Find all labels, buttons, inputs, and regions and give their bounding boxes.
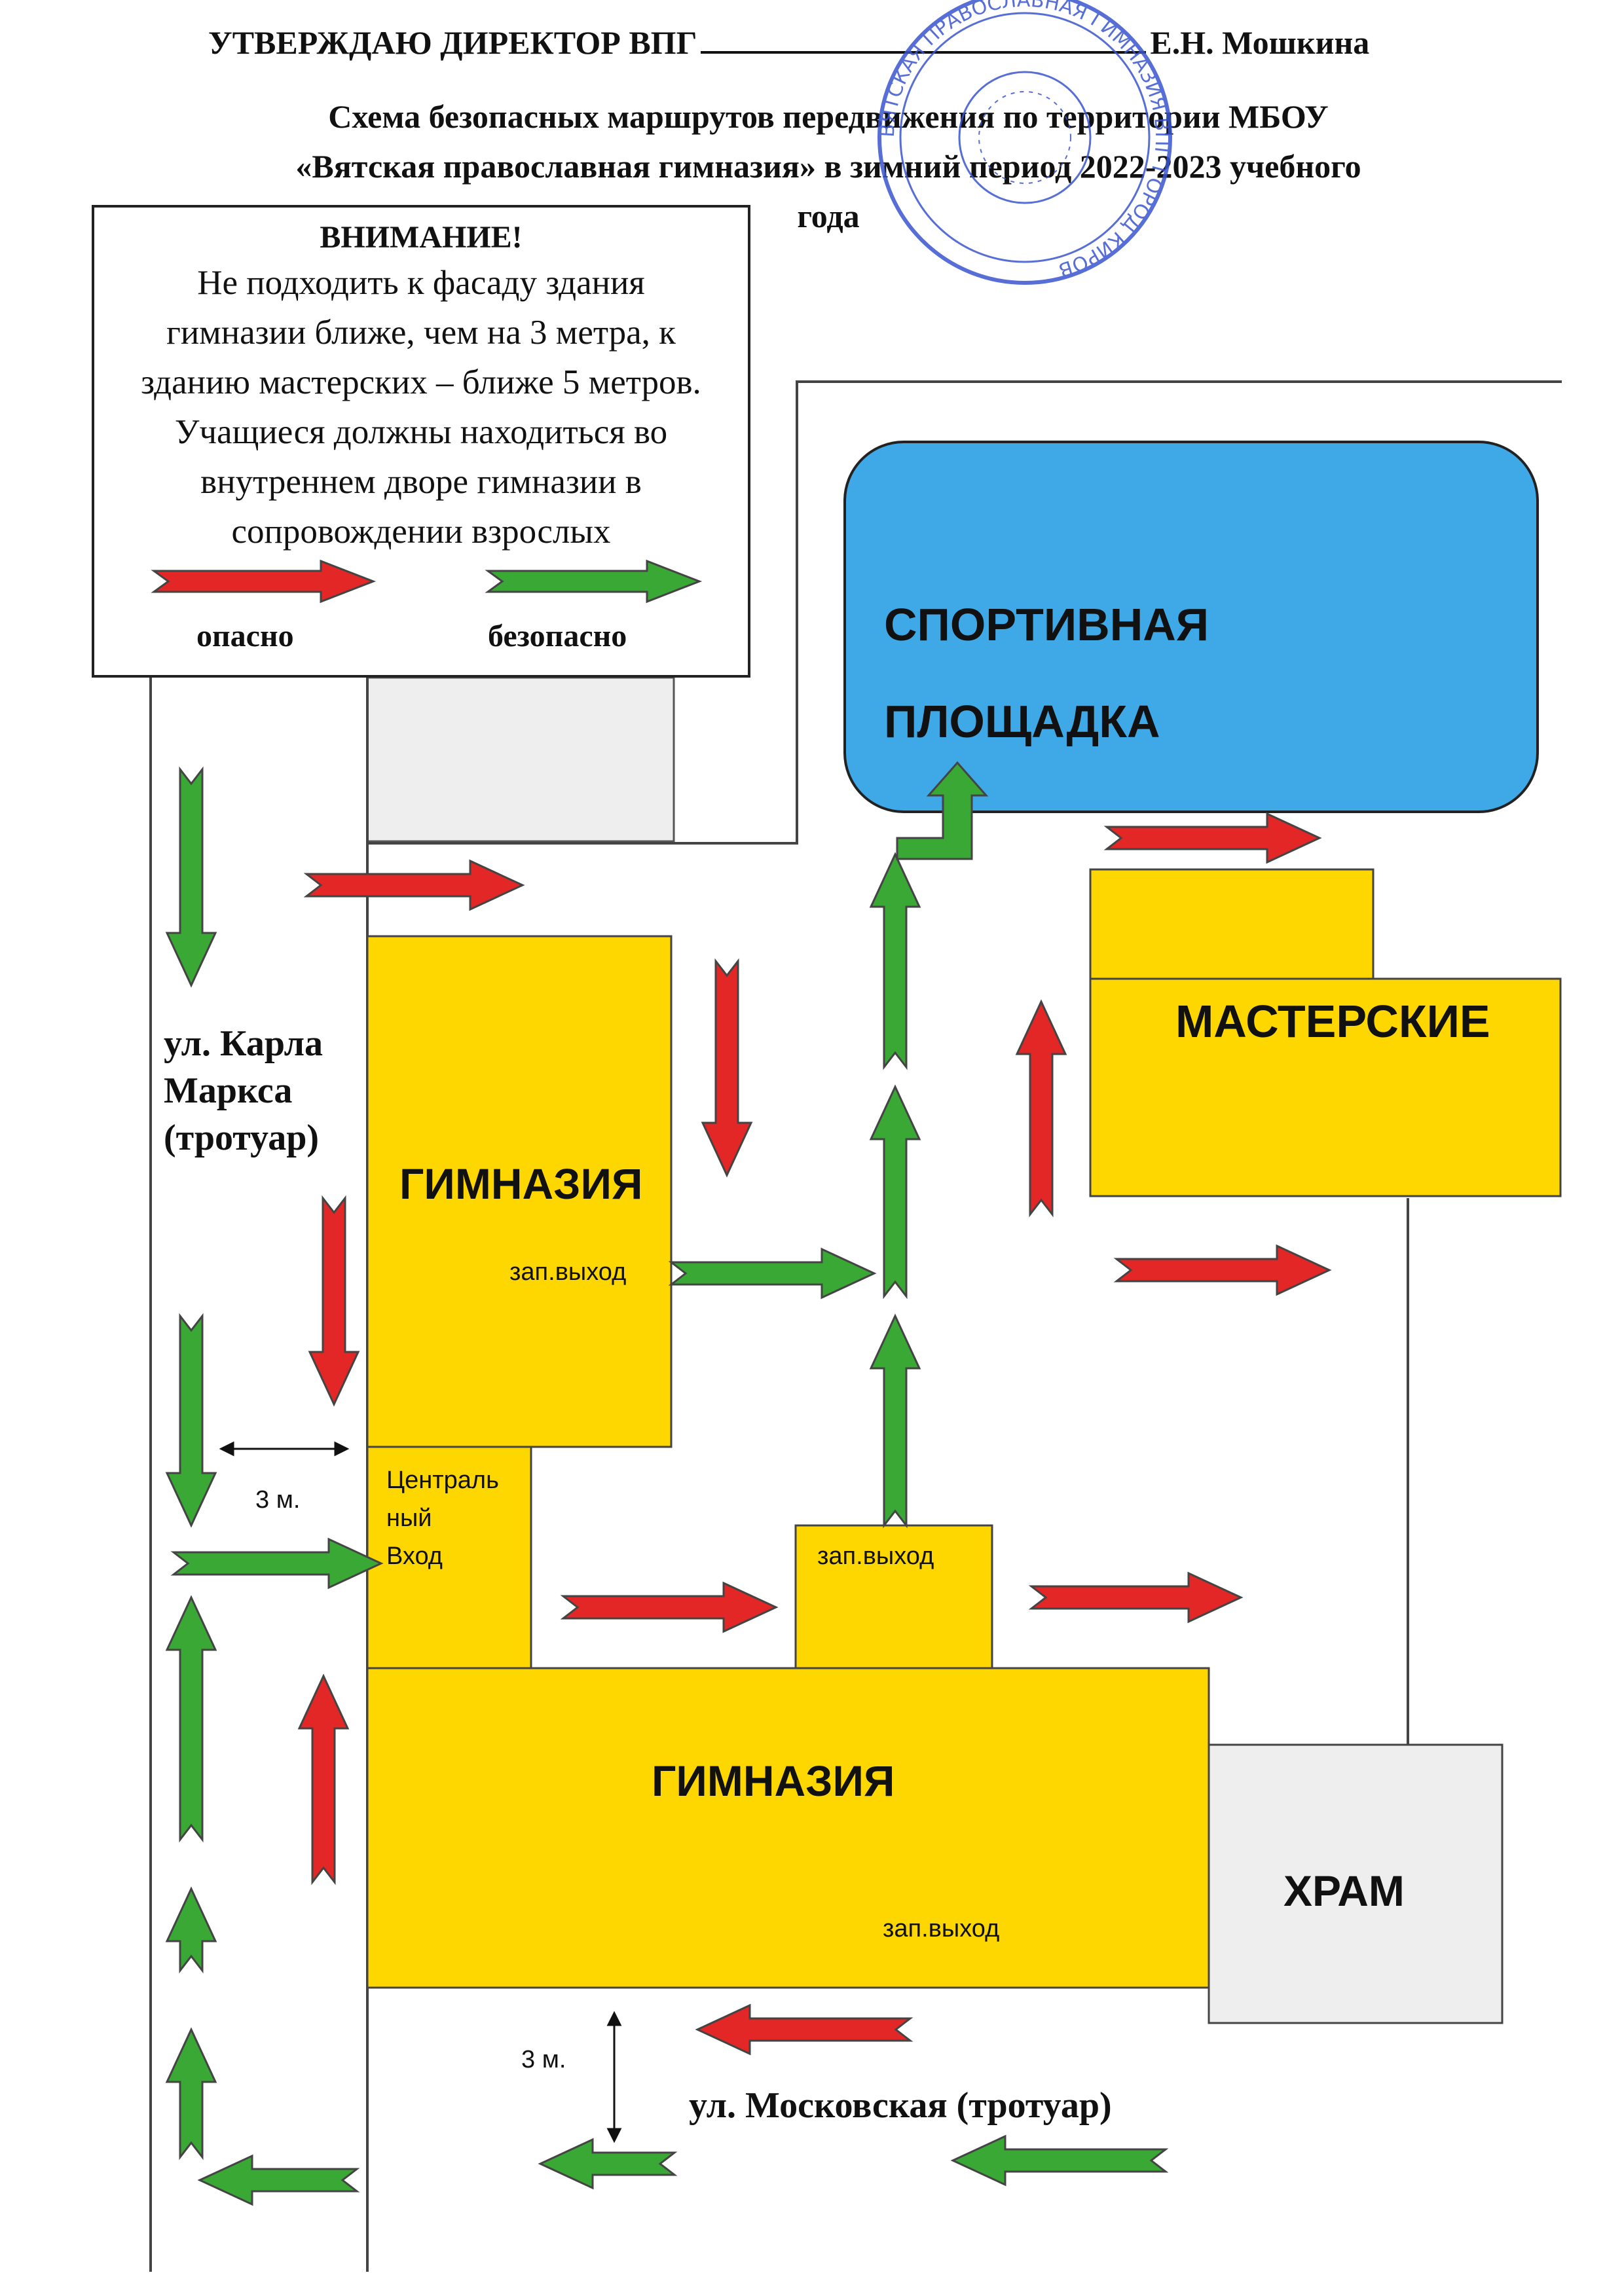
street-karl-marx-line: Маркса [164, 1070, 293, 1111]
approval-text: УТВЕРЖДАЮ ДИРЕКТОР ВПГ [208, 24, 697, 61]
danger-route-arrow [303, 859, 525, 911]
official-stamp: ВЯТСКАЯ ПРАВОСЛАВНАЯ ГИМНАЗИЯ ВПГ ГОРОД … [876, 0, 1173, 285]
warning-line: Не подходить к фасаду здания [197, 264, 645, 302]
approval-line: УТВЕРЖДАЮ ДИРЕКТОР ВПГ Е.Н. Мошкина [208, 21, 1369, 62]
warning-line: внутреннем дворе гимназии в [200, 463, 642, 501]
main-entrance-line: ный [386, 1504, 432, 1532]
legend-safe-arrow [485, 559, 703, 604]
title-line-3: года [797, 198, 860, 234]
safe-route-arrow [869, 1313, 921, 1529]
distance-label-west: 3 м. [255, 1486, 301, 1514]
legend-danger-label: опасно [196, 619, 294, 653]
warning-notice: ВНИМАНИЕ! Не подходить к фасаду здания г… [92, 205, 750, 678]
danger-route-arrow [1113, 1244, 1332, 1296]
main-entrance-line: Вход [386, 1542, 443, 1570]
workshop-annex [1089, 868, 1375, 982]
safe-route-arrow [538, 2138, 678, 2190]
workshops-label: МАСТЕРСКИЕ [1175, 996, 1490, 1047]
main-entrance-line: Централь [386, 1467, 499, 1494]
safe-route-arrow [165, 1595, 217, 1843]
danger-route-arrow [308, 1195, 360, 1407]
safe-route-arrow [668, 1247, 877, 1300]
warning-line: гимназии ближе, чем на 3 метра, к [166, 314, 676, 352]
gymnasium-lower-label: ГИМНАЗИЯ [652, 1757, 895, 1805]
warning-heading: ВНИМАНИЕ! [320, 220, 523, 255]
safe-route-arrow [165, 1313, 217, 1528]
legend-danger-arrow [151, 559, 377, 604]
gymnasium-upper-label: ГИМНАЗИЯ [399, 1159, 643, 1208]
warning-line: зданию мастерских – ближе 5 метров. [141, 363, 701, 401]
safe-route-arrow [197, 2154, 360, 2206]
title-line-1: Схема безопасных маршрутов передвижения … [328, 98, 1329, 135]
safe-route-arrow [950, 2134, 1169, 2187]
emergency-exit-label: зап.выход [817, 1542, 934, 1570]
street-karl-marx: ул. Карла Маркса (тротуар) [164, 1020, 323, 1161]
danger-route-arrow [297, 1673, 350, 1886]
danger-route-arrow [695, 2003, 913, 2056]
safe-route-arrow [869, 852, 921, 1070]
temple-label: ХРАМ [1283, 1867, 1405, 1915]
document-title: Схема безопасных маршрутов передвижения … [131, 92, 1526, 241]
danger-route-arrow [1103, 812, 1322, 864]
sports-ground-line: СПОРТИВНАЯ [884, 599, 1209, 650]
danger-route-arrow [1015, 999, 1067, 1218]
danger-route-arrow [701, 958, 753, 1178]
emergency-exit-label: зап.выход [509, 1258, 627, 1286]
street-moskovskaya: ул. Московская (тротуар) [689, 2085, 1112, 2126]
signature-line [701, 21, 1147, 54]
distance-marker-west [219, 1441, 350, 1457]
safe-route-arrow [170, 1537, 384, 1590]
director-name: Е.Н. Мошкина [1150, 24, 1370, 61]
safe-route-arrow [165, 2027, 217, 2160]
danger-route-arrow [560, 1581, 779, 1633]
main-entrance-label: Централь ный Вход [386, 1461, 499, 1575]
street-karl-marx-line: (тротуар) [164, 1118, 320, 1158]
warning-line: сопровождении взрослых [231, 513, 611, 551]
temple-building [1208, 1743, 1504, 2024]
warning-text: Не подходить к фасаду здания гимназии бл… [94, 258, 748, 556]
gymnasium-lower [366, 1667, 1210, 1989]
gymnasium-upper [366, 935, 673, 1448]
title-line-2: «Вятская православная гимназия» в зимний… [295, 148, 1361, 185]
sports-ground [843, 441, 1539, 813]
safe-route-arrow [165, 766, 217, 988]
safe-route-arrow [869, 1084, 921, 1300]
warning-line: Учащиеся должны находиться во [174, 413, 668, 451]
distance-label-south: 3 м. [521, 2046, 566, 2073]
sports-ground-label: СПОРТИВНАЯ ПЛОЩАДКА [884, 576, 1209, 770]
emergency-exit-label: зап.выход [883, 1915, 1000, 1942]
distance-marker-south [606, 2011, 622, 2143]
legend-safe-label: безопасно [488, 619, 627, 653]
safe-route-elbow-arrow [896, 761, 989, 860]
central-entrance-block [366, 1446, 532, 1671]
grey-strip [366, 676, 675, 843]
sports-ground-line: ПЛОЩАДКА [884, 696, 1160, 747]
street-karl-marx-line: ул. Карла [164, 1023, 323, 1064]
safe-route-arrow [165, 1886, 217, 1974]
exit-block [794, 1524, 993, 1671]
workshops-building [1089, 977, 1562, 1197]
danger-route-arrow [1028, 1571, 1244, 1624]
